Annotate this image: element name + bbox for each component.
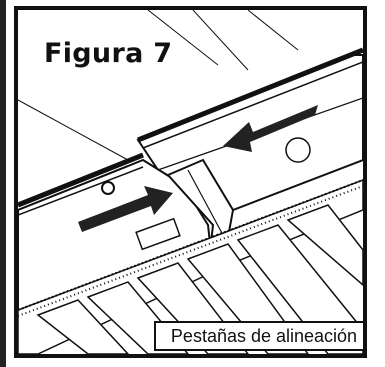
alignment-arrows (78, 105, 318, 232)
upper-panel-hole (285, 137, 311, 163)
arrow-left-icon (223, 105, 318, 152)
callout-label: Pestañas de alineación (154, 321, 363, 351)
left-page-bar (0, 0, 6, 367)
figure-frame: Figura 7 Pestañas de alineación (14, 6, 367, 358)
figure-title: Figura 7 (40, 38, 177, 69)
lower-panel-hole (101, 181, 115, 195)
label-plate (135, 217, 181, 251)
arrow-right-icon (78, 186, 173, 232)
floor-lines (18, 10, 299, 161)
ridge-teeth (18, 179, 363, 317)
